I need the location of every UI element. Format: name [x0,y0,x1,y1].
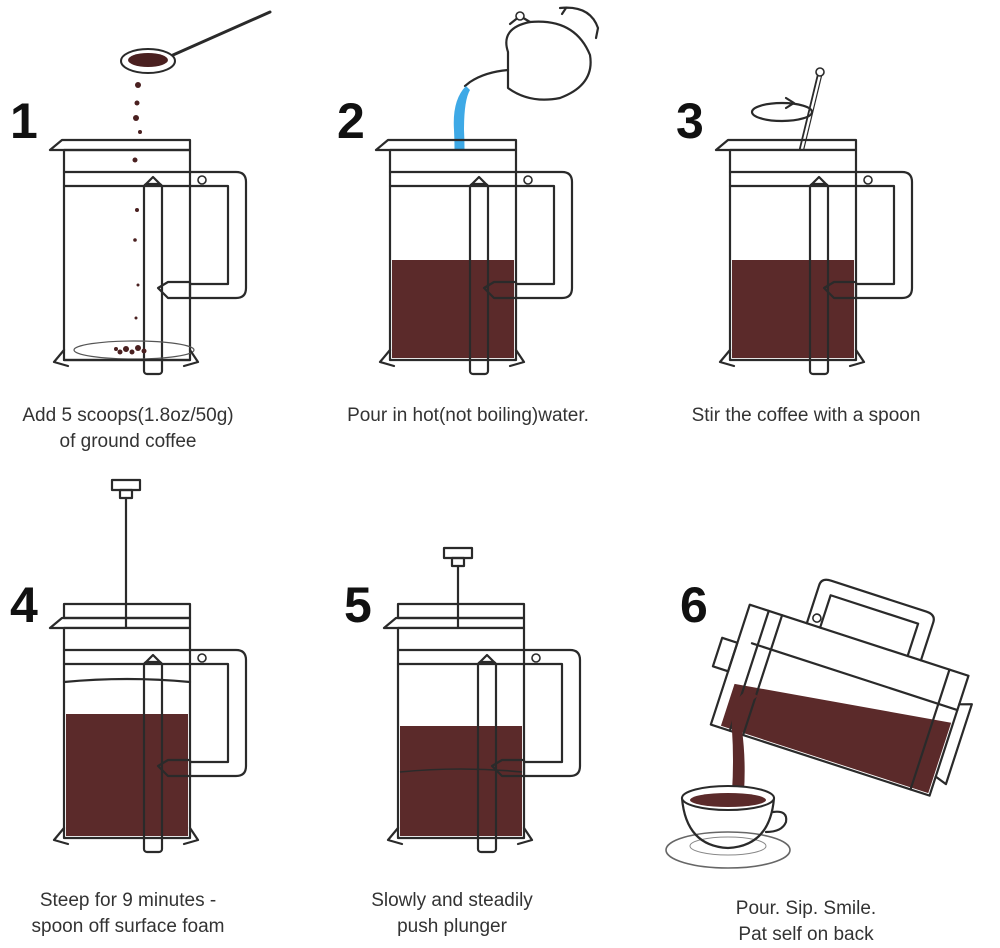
step-2-caption-line-1: Pour in hot(not boiling)water. [347,405,589,426]
step-3-number: 3 [676,93,704,149]
step-2-caption: Pour in hot(not boiling)water. [318,403,618,429]
step-4-number: 4 [10,577,38,633]
step-6-number: 6 [680,577,708,633]
step-4-caption: Steep for 9 minutes - spoon off surface … [0,888,278,940]
french-press-plunger-up-icon [48,478,248,854]
step-1-caption-line-2: of ground coffee [59,431,197,452]
step-2-number: 2 [337,93,365,149]
step-6-caption-line-1: Pour. Sip. Smile. [735,898,877,919]
french-press-grounds-icon [48,10,272,376]
step-5-caption-line-2: push plunger [397,916,507,937]
step-6-caption-line-2: Pat self on back [738,924,874,945]
step-1-caption: Add 5 scoops(1.8oz/50g) of ground coffee [0,403,278,455]
step-1-caption-line-1: Add 5 scoops(1.8oz/50g) [22,405,234,426]
step-5-number: 5 [344,577,372,633]
french-press-plunger-down-icon [382,546,582,854]
step-3-caption: Stir the coffee with a spoon [656,403,956,429]
step-5-caption-line-1: Slowly and steadily [371,890,533,911]
step-1-number: 1 [10,93,38,149]
kettle-pour-icon [374,6,600,376]
stir-spoon-icon [714,67,914,376]
step-3-caption-line-1: Stir the coffee with a spoon [691,405,921,426]
step-6-caption: Pour. Sip. Smile. Pat self on back [656,896,956,948]
step-5-caption: Slowly and steadily push plunger [302,888,602,940]
step-4-caption-line-1: Steep for 9 minutes - [39,890,217,911]
pour-cup-icon [665,578,973,869]
step-4-caption-line-2: spoon off surface foam [31,916,225,937]
